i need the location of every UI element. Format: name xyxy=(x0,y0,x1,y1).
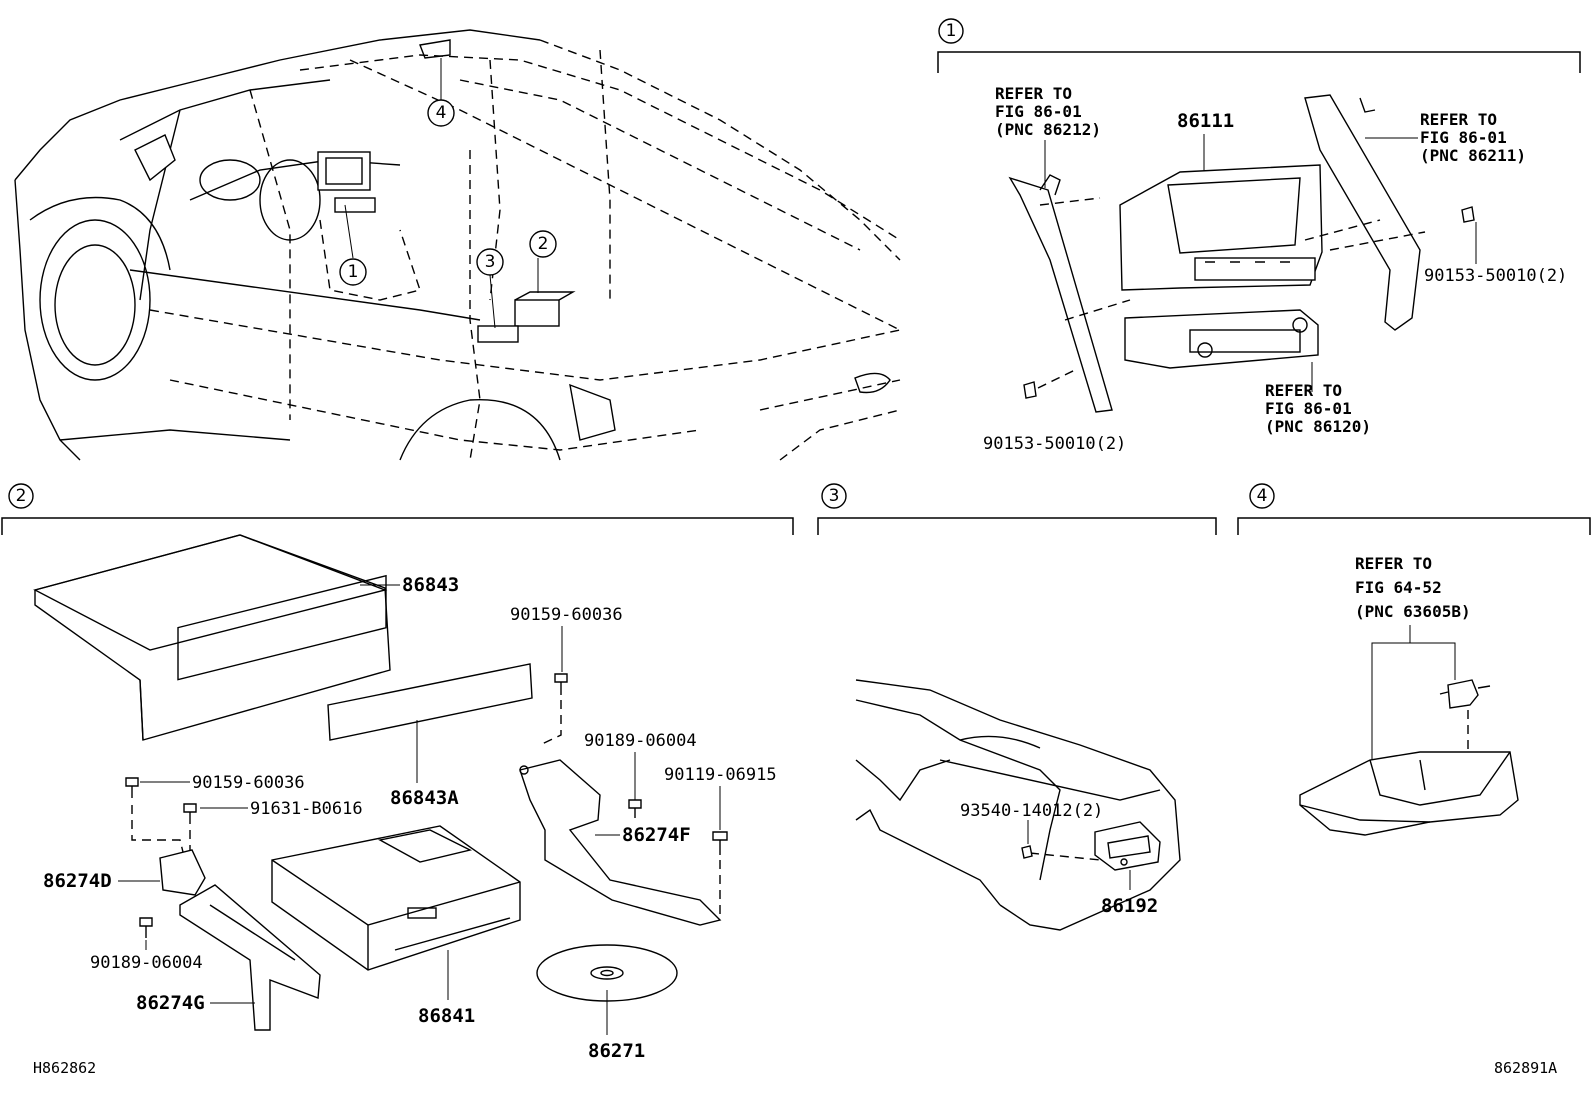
bolt-90153-50010-right: 90153-50010(2) xyxy=(1424,266,1567,286)
section-1-number: 1 xyxy=(946,21,957,41)
vehicle-overview-illustration: 4 1 3 2 xyxy=(14,29,901,461)
refer-right-line1: REFER TO xyxy=(1420,110,1497,129)
footer-right-code: 862891A xyxy=(1494,1059,1557,1077)
callout-1-in-vehicle: 1 xyxy=(348,262,359,282)
bracket-86274G: 86274G xyxy=(136,992,205,1014)
callout-2-in-vehicle: 2 xyxy=(538,234,549,254)
refer-left-line3: (PNC 86212) xyxy=(995,120,1101,139)
refer-4-line3: (PNC 63605B) xyxy=(1355,602,1471,621)
section-4: 4 REFER TO FIG 64-52 (PNC 63605B) xyxy=(1237,483,1591,836)
disc-86271: 86271 xyxy=(588,1040,645,1062)
bracket-86274D: 86274D xyxy=(43,870,112,892)
part-86843A: 86843A xyxy=(390,787,459,809)
changer-86841: 86841 xyxy=(418,1005,475,1027)
callout-4-in-vehicle: 4 xyxy=(436,103,447,123)
refer-right-line2: FIG 86-01 xyxy=(1420,128,1507,147)
section-1: 1 REFER TO FIG 86-01 (PNC 86212) 86111 R… xyxy=(937,18,1581,454)
section-3: 3 93540-14012(2) 86192 xyxy=(817,483,1217,931)
screw-90159-60036-top: 90159-60036 xyxy=(510,605,623,625)
part-86843: 86843 xyxy=(402,574,459,596)
screw-93540-14012: 93540-14012(2) xyxy=(960,801,1103,821)
section-2-number: 2 xyxy=(16,486,27,506)
part-86192: 86192 xyxy=(1101,895,1158,917)
callout-3-in-vehicle: 3 xyxy=(485,252,496,272)
refer-4-line2: FIG 64-52 xyxy=(1355,578,1442,597)
section-3-number: 3 xyxy=(829,486,840,506)
section-4-number: 4 xyxy=(1257,486,1268,506)
bracket-86274F: 86274F xyxy=(622,824,691,846)
refer-bottom-line3: (PNC 86120) xyxy=(1265,417,1371,436)
refer-left-line1: REFER TO xyxy=(995,84,1072,103)
bolt-90153-50010-left: 90153-50010(2) xyxy=(983,434,1126,454)
part-86111: 86111 xyxy=(1177,110,1234,132)
section-2: 2 86843 86843A 90159-60036 90159-60036 9… xyxy=(1,483,794,1062)
bolt-90189-06004-left: 90189-06004 xyxy=(90,953,203,973)
bolt-90189-06004-right: 90189-06004 xyxy=(584,731,697,751)
refer-bottom-line2: FIG 86-01 xyxy=(1265,399,1352,418)
refer-right-line3: (PNC 86211) xyxy=(1420,146,1526,165)
refer-4-line1: REFER TO xyxy=(1355,554,1432,573)
screw-91631-B0616: 91631-B0616 xyxy=(250,799,363,819)
refer-left-line2: FIG 86-01 xyxy=(995,102,1082,121)
footer-left-code: H862862 xyxy=(33,1059,96,1077)
refer-bottom-line1: REFER TO xyxy=(1265,381,1342,400)
bolt-90119-06915: 90119-06915 xyxy=(664,765,777,785)
screw-90159-60036-left: 90159-60036 xyxy=(192,773,305,793)
